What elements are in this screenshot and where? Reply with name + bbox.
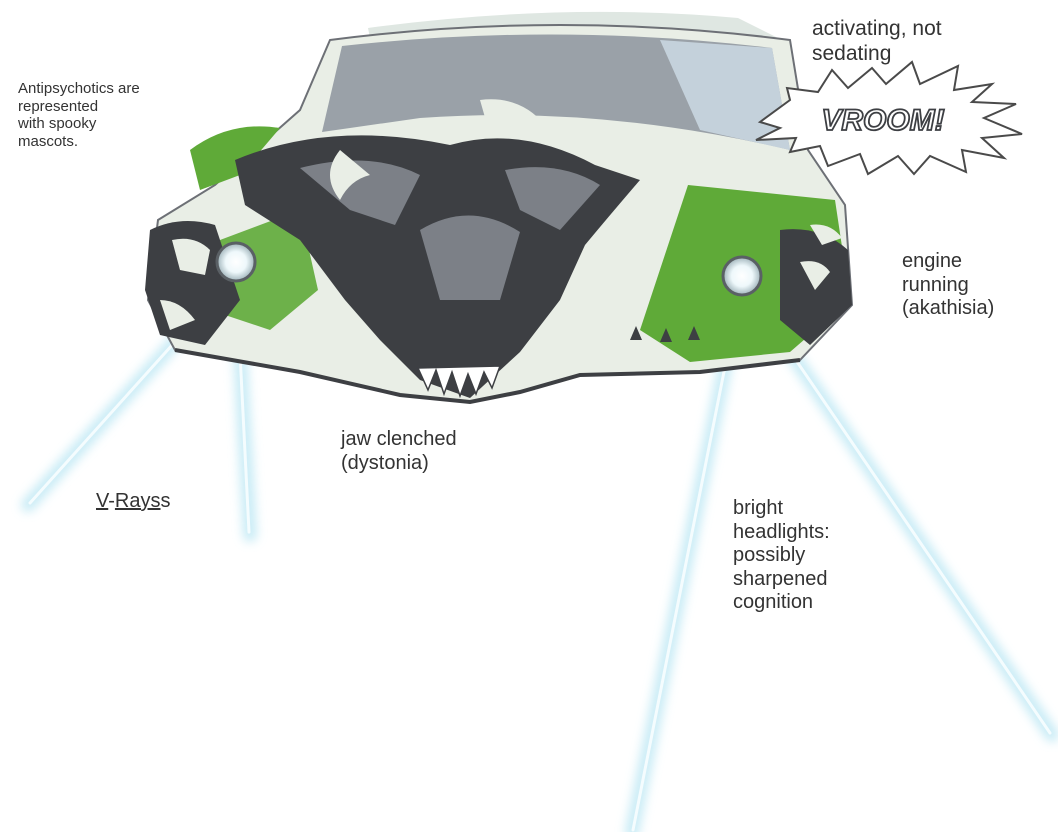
antipsychotics-note: Antipsychotics are represented with spoo… bbox=[18, 80, 140, 151]
v-rays-rays: Rays bbox=[115, 490, 161, 512]
monster-car-icon bbox=[145, 12, 852, 402]
v-rays-v: V bbox=[96, 490, 108, 512]
jaw-clenched-label: jaw clenched (dystonia) bbox=[341, 428, 457, 475]
activating-label: activating, not sedating bbox=[812, 17, 942, 67]
v-rays-s: s bbox=[161, 490, 171, 512]
vroom-text: VROOM! bbox=[821, 104, 944, 137]
engine-running-label: engine running (akathisia) bbox=[902, 250, 994, 321]
bright-headlights-label: bright headlights: possibly sharpened co… bbox=[733, 497, 830, 615]
v-rays-label: V-Rayss bbox=[96, 490, 171, 514]
v-rays-dash: - bbox=[108, 490, 115, 512]
